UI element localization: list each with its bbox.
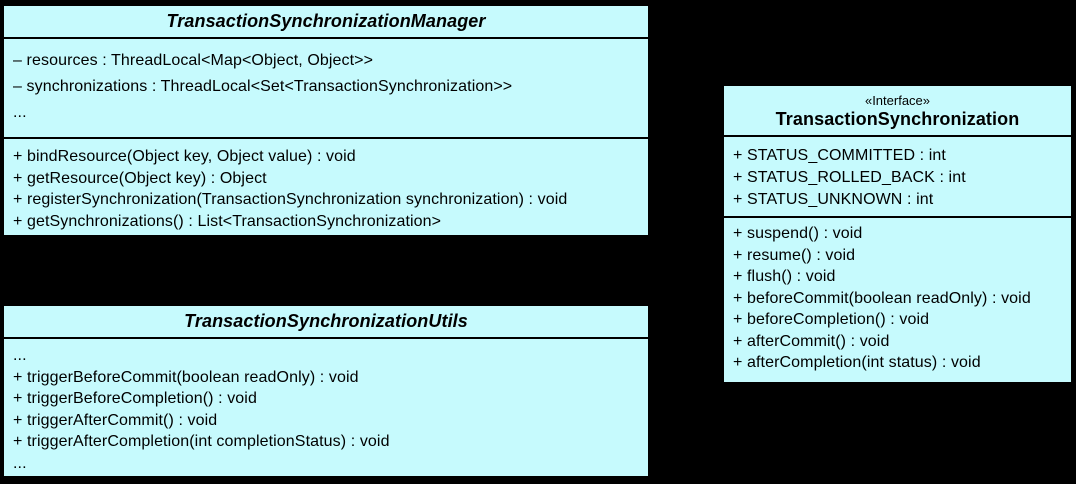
member-line: + beforeCompletion() : void [733, 311, 930, 328]
member-line: – resources : ThreadLocal<Map<Object, Ob… [13, 52, 374, 69]
class-name: TransactionSynchronizationUtils [184, 311, 468, 331]
member-line: + getResource(Object key) : Object [13, 169, 267, 187]
class-title-bar: TransactionSynchronizationUtils [4, 306, 648, 339]
attributes-compartment: + STATUS_COMMITTED : int + STATUS_ROLLED_… [724, 137, 1071, 216]
member-line: + STATUS_ROLLED_BACK : int [733, 169, 966, 186]
class-box-transaction-synchronization-interface: «Interface» TransactionSynchronization +… [722, 84, 1073, 384]
member-line: + STATUS_COMMITTED : int [733, 147, 946, 164]
member-line: + bindResource(Object key, Object value)… [13, 148, 356, 166]
member-line: + suspend() : void [733, 225, 863, 242]
member-line: + triggerAfterCompletion(int completionS… [13, 433, 390, 450]
operations-compartment: + bindResource(Object key, Object value)… [4, 137, 648, 235]
member-line: + triggerAfterCommit() : void [13, 411, 218, 429]
class-name: TransactionSynchronization [775, 109, 1020, 129]
member-line: + beforeCommit(boolean readOnly) : void [733, 289, 1031, 307]
class-box-transaction-synchronization-utils: TransactionSynchronizationUtils ... + tri… [2, 304, 650, 478]
member-line: + triggerBeforeCommit(boolean readOnly) … [13, 368, 359, 386]
member-line: + afterCommit() : void [733, 332, 890, 350]
class-name: TransactionSynchronizationManager [166, 11, 486, 31]
class-title-bar: TransactionSynchronizationManager [4, 6, 648, 39]
operations-compartment: ... + triggerBeforeCommit(boolean readOnl… [4, 339, 648, 476]
member-line: + resume() : void [733, 246, 856, 264]
member-line: ... [13, 347, 27, 364]
member-line: ... [13, 454, 27, 472]
stereotype-label: «Interface» [864, 93, 931, 108]
member-line: + flush() : void [733, 268, 836, 285]
member-line: + afterCompletion(int status) : void [733, 354, 981, 371]
operations-compartment: + suspend() : void + resume() : void + flu… [724, 216, 1071, 382]
attributes-compartment: – resources : ThreadLocal<Map<Object, Ob… [4, 39, 648, 137]
member-line: + triggerBeforeCompletion() : void [13, 390, 257, 407]
class-box-transaction-synchronization-manager: TransactionSynchronizationManager – reso… [2, 4, 650, 237]
member-line: + getSynchronizations() : List<Transacti… [13, 212, 442, 230]
member-line: – synchronizations : ThreadLocal<Set<Tra… [13, 78, 513, 95]
member-line: + STATUS_UNKNOWN : int [733, 191, 934, 208]
member-line: + registerSynchronization(TransactionSyn… [13, 191, 568, 209]
member-line: ... [13, 104, 27, 121]
class-title-bar: «Interface» TransactionSynchronization [724, 86, 1071, 137]
